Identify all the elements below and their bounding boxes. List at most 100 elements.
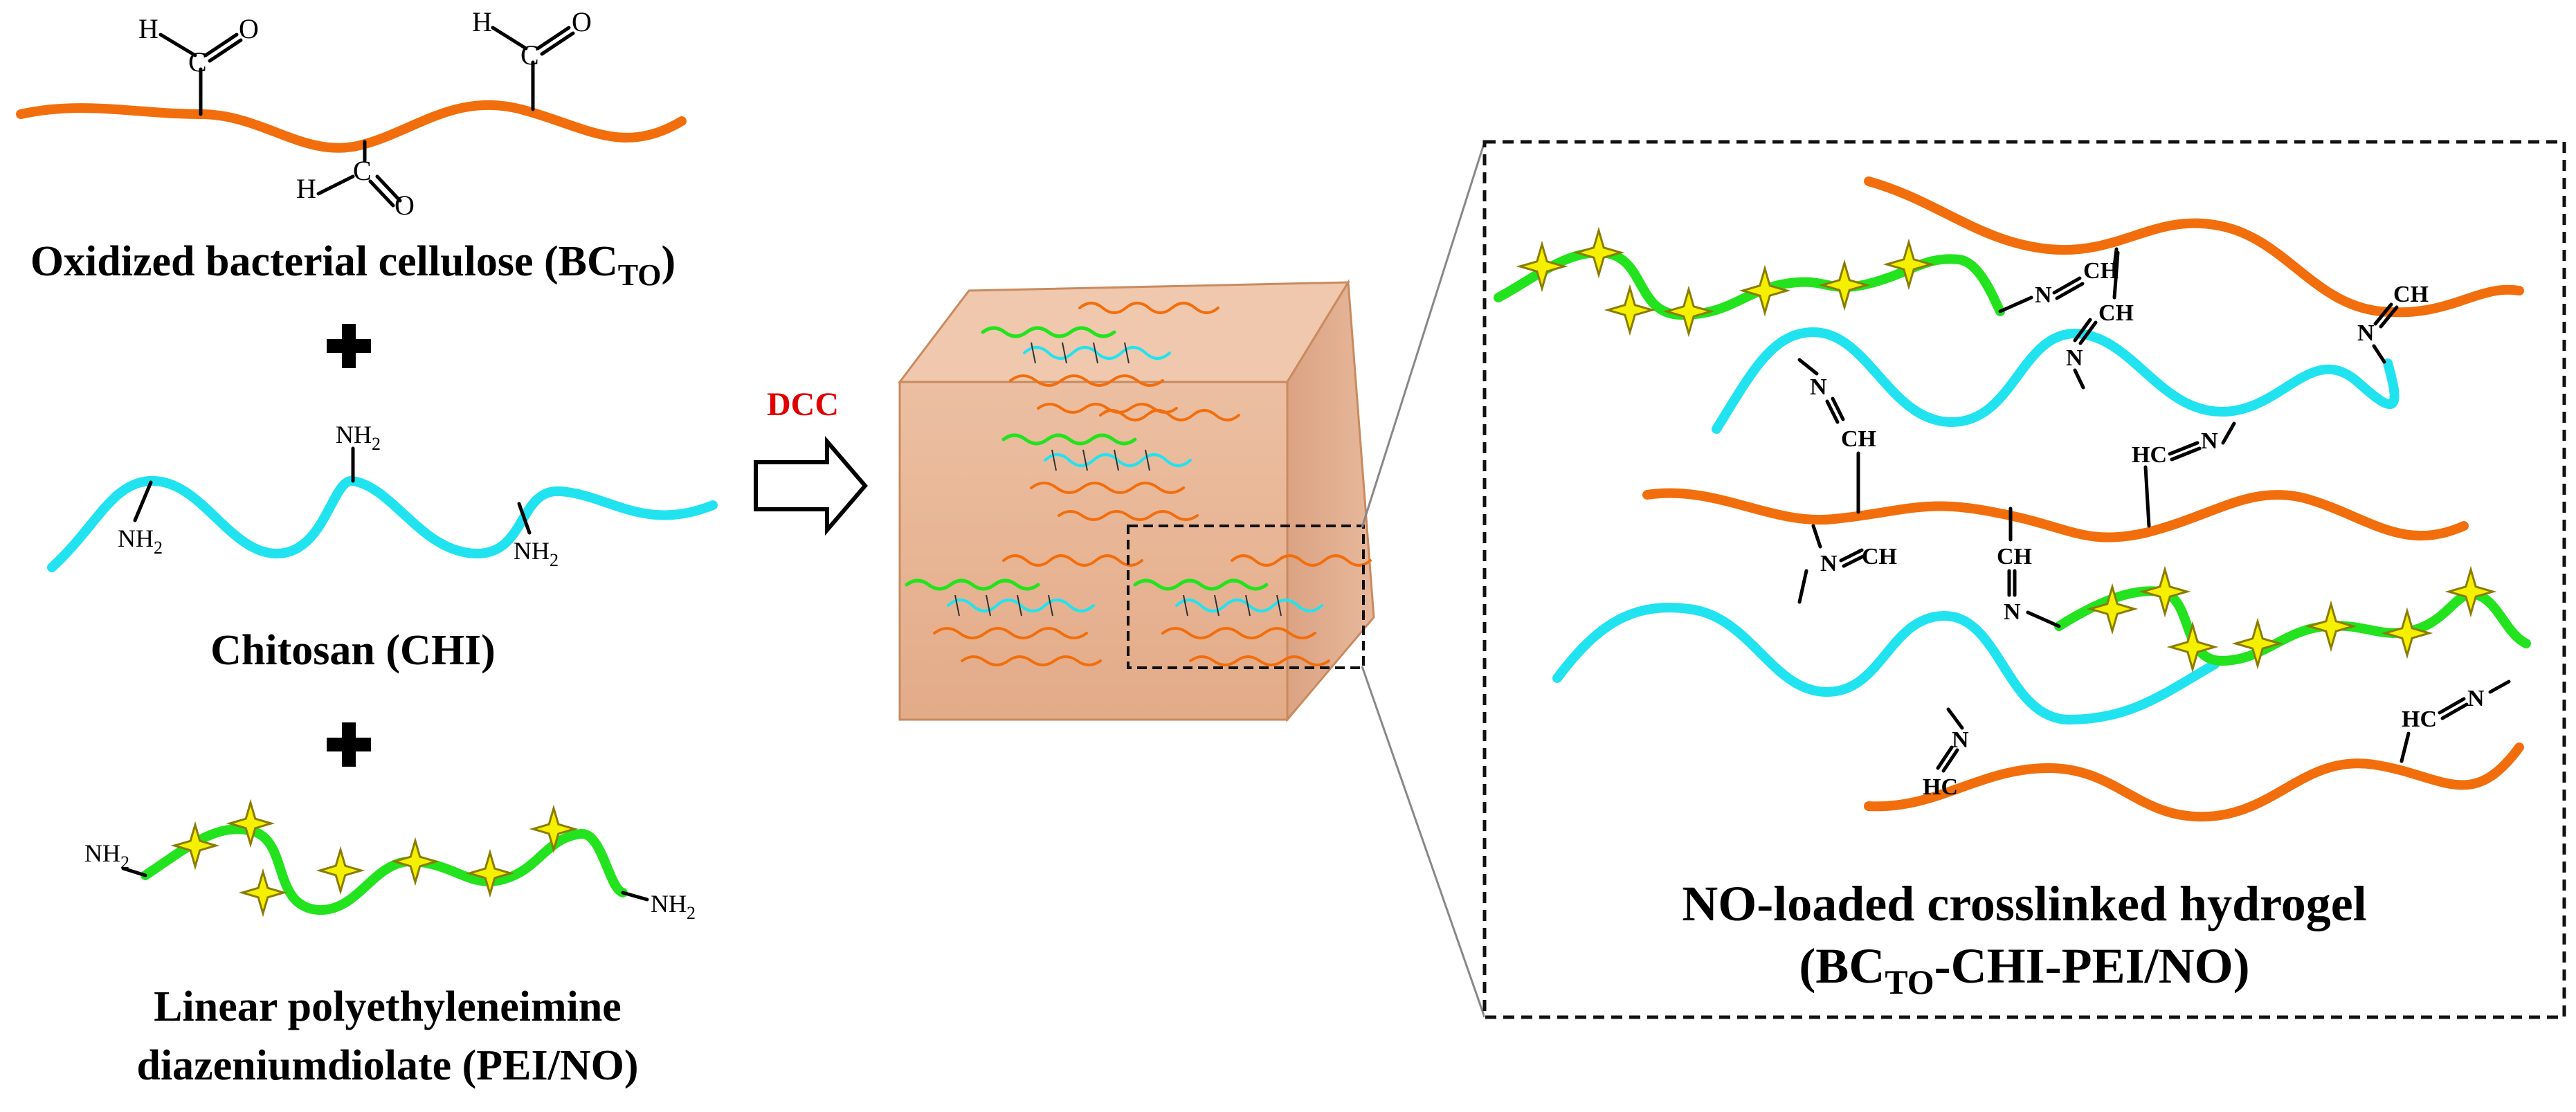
zoom-star-7 [1883,238,1935,291]
imine-link-8: HC N [1923,707,1969,800]
zoom-line-top [1361,141,1486,528]
cellulose-chain-2 [1642,488,2469,543]
pei-caption-line1: Linear polyethyleneimine [154,983,622,1030]
cube-crosslink-3-1 [1214,594,1219,617]
bc-caption: Oxidized bacterial cellulose (BCTO) [30,238,675,292]
chi-amine-3: NH2 [514,537,559,570]
product-title-line2: (BCTO-CHI-PEI/NO) [1799,938,2249,1001]
zoom-star-5 [1739,264,1791,317]
cube-pei-0 [981,326,1116,338]
pei-molecule: NH2 NH2 [84,799,696,923]
cube-cellulose-b-0 [1009,374,1164,387]
cube-pei-1 [1001,433,1137,446]
bc-o-label-2: O [394,190,415,221]
plus-sign-2 [327,722,371,767]
cube-crosslink-1-0 [1051,449,1057,471]
product-title-line1: NO-loaded crosslinked hydrogel [1682,876,2366,931]
svg-text:N: N [1820,551,1838,576]
zoom-region-box [1127,525,1365,669]
imine-link-6: N CH [1797,524,1897,604]
pei-star-5 [390,837,440,886]
bc-c-label-1: C [188,46,207,78]
svg-text:N: N [2467,686,2485,711]
aldehyde-group-3: H C O [472,6,592,111]
chitosan-chain-1 [1712,327,2400,434]
svg-text:CH: CH [2083,258,2119,284]
cube-crosslink-0-0 [1031,342,1036,364]
bc-chain [16,100,687,153]
zoomed-network: N CH N CH N CH N CH [1494,176,2531,822]
imine-link-5: HC N [2132,421,2236,528]
chi-amine-1: NH2 [118,525,163,558]
cube-pei-3 [1133,578,1269,591]
svg-text:N: N [2004,599,2021,625]
zoom-star-2 [1572,226,1625,279]
cube-crosslink-2-0 [954,594,960,617]
imine-link-3: N CH [2357,282,2429,364]
cube-crosslink-0-1 [1062,342,1067,364]
zoomed-panel [1482,140,2566,1019]
chitosan-chain-2 [1552,603,2220,725]
cube-cellulose-a-1 [1099,409,1240,421]
pei-caption-line2: diazeniumdiolate (PEI/NO) [136,1042,638,1089]
cube-chitosan-0 [1023,346,1171,360]
chitosan-molecule: NH2 NH2 NH2 [47,421,718,572]
pei-star-1 [170,821,220,871]
aldehyde-group-2: C H O [296,140,415,221]
svg-text:CH: CH [1862,544,1897,569]
zoom-star-3 [1604,284,1656,336]
zoom-star-12 [2305,600,2357,653]
chitosan-caption: Chitosan (CHI) [210,627,496,674]
zoom-star-9 [2139,565,2191,618]
bc-h-label-2: H [296,173,316,204]
bc-h-label-1: H [138,13,158,44]
svg-text:CH: CH [2393,282,2429,307]
svg-text:CH: CH [1997,544,2032,569]
pei-star-2 [226,799,275,848]
pei-star-7 [529,804,579,854]
zoom-star-6 [1818,259,1871,311]
svg-text:N: N [2357,320,2375,346]
svg-text:N: N [2201,428,2218,454]
hydrogel-cube [897,279,1375,723]
zoom-star-10 [2166,621,2219,673]
bc-o-label-3: O [572,6,592,37]
cube-cellulose-c-0 [1037,403,1178,414]
zoom-star-4 [1662,285,1715,338]
imine-link-4: N CH [1797,358,1876,514]
bc-h-label-3: H [472,6,492,37]
pei-star-4 [316,846,365,895]
cube-crosslink-3-3 [1276,594,1282,617]
svg-text:N: N [1810,374,1827,400]
cube-cellulose-c-3 [1189,655,1330,666]
cube-strands [905,302,1372,666]
svg-text:HC: HC [2402,707,2437,732]
bc-o-label-1: O [239,13,259,44]
cube-crosslink-3-2 [1245,594,1251,617]
cube-cellulose-a-3 [1231,554,1372,567]
cube-crosslink-2-1 [986,594,991,617]
cube-crosslink-1-2 [1114,449,1119,471]
imine-link-7: CH N [1997,507,2061,628]
cube-chitosan-2 [947,599,1095,612]
reaction-arrow [754,435,868,536]
cube-crosslink-3-0 [1183,594,1188,617]
cube-cellulose-c-2 [961,655,1102,666]
cube-cellulose-b-1 [1030,482,1185,494]
cellulose-chain-1 [1864,176,2524,318]
imine-link-2: N CH [2066,250,2134,390]
cube-crosslink-1-3 [1145,449,1150,471]
cube-chitosan-1 [1044,453,1192,467]
plus-sign-1 [327,324,371,368]
pei-stars [170,799,579,918]
zoom-line-bottom [1361,666,1486,1018]
svg-text:HC: HC [2132,442,2167,468]
zoom-star-11 [2231,617,2284,670]
cube-chitosan-3 [1175,599,1323,612]
zoom-star-8 [2086,583,2139,635]
dcc-label: DCC [767,386,839,423]
bc-c-label-2: C [353,155,372,186]
bc-c-label-3: C [520,39,539,71]
